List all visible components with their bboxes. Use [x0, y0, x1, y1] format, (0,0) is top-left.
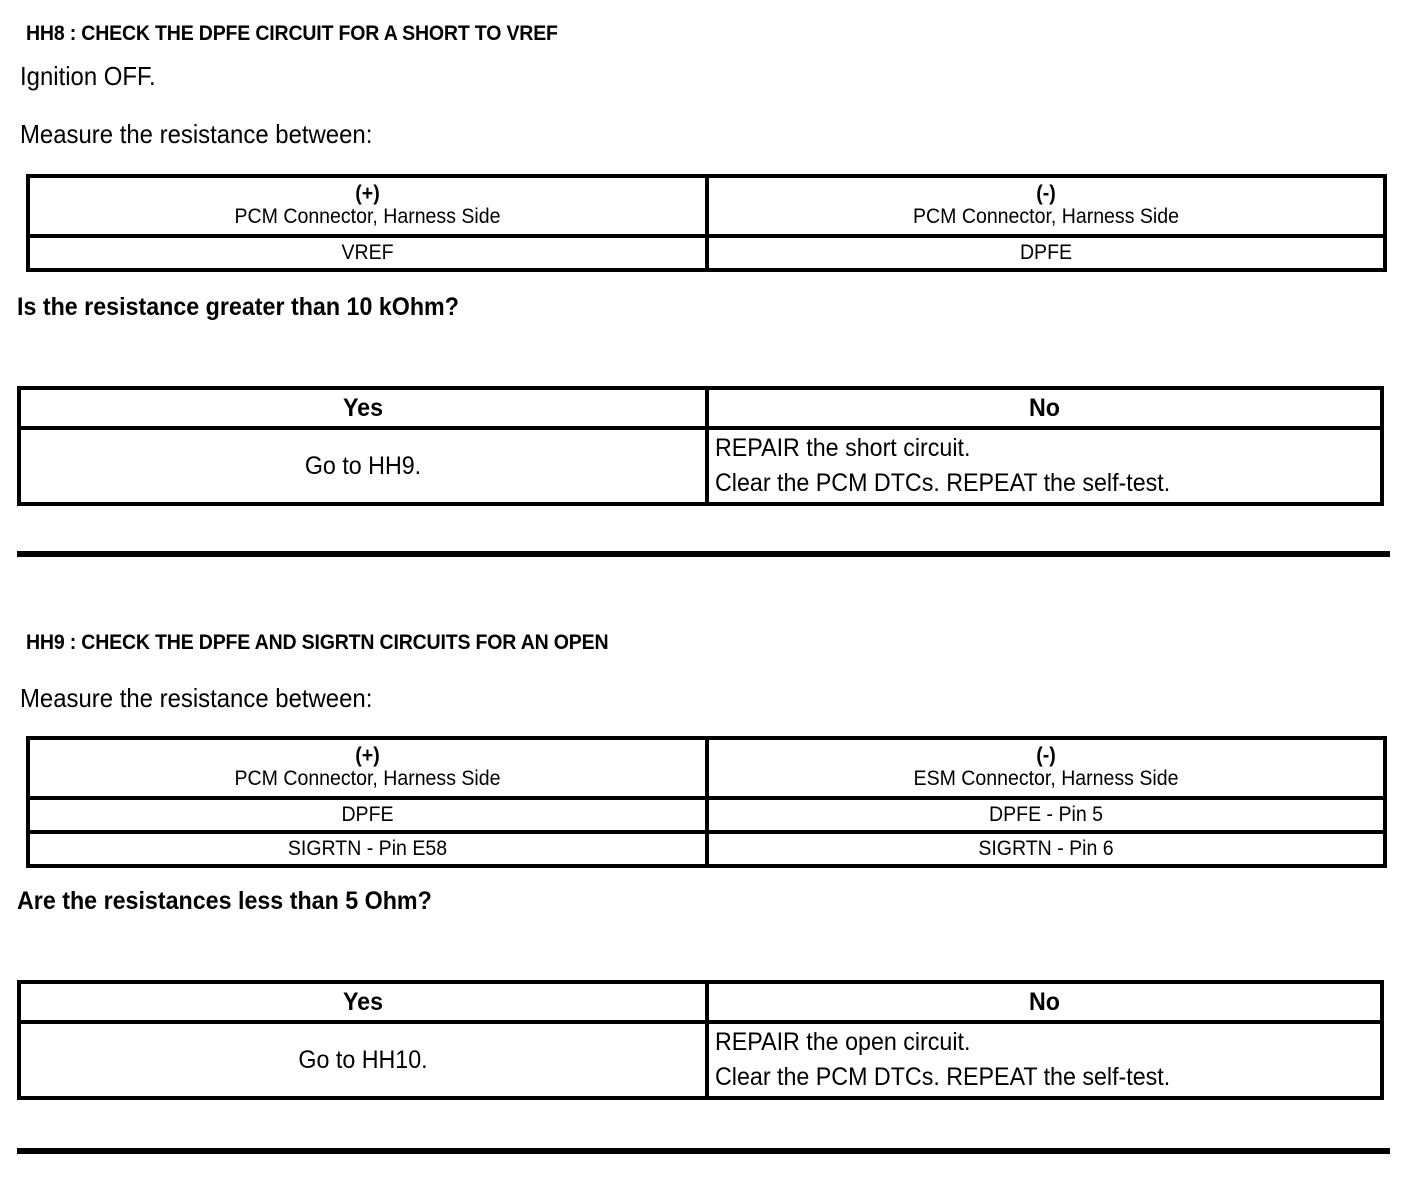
section-divider-2 [17, 1148, 1390, 1154]
measurement-table-hh8: (+) PCM Connector, Harness Side (-) PCM … [26, 174, 1387, 272]
answer-action-no: REPAIR the open circuit. Clear the PCM D… [705, 1020, 1384, 1100]
yes-action-text: Go to HH9. [304, 452, 422, 480]
measurement-point-positive-1: DPFE [26, 796, 709, 834]
polarity-positive: (+) [355, 744, 380, 768]
measurement-point-positive-2: SIGRTN - Pin E58 [26, 830, 709, 868]
connector-positive: PCM Connector, Harness Side [234, 205, 501, 229]
answer-header-no: No [705, 980, 1384, 1024]
table-row: Go to HH9. REPAIR the short circuit. Cle… [17, 426, 1384, 506]
section-divider-1 [17, 551, 1390, 557]
no-action-line-2: Clear the PCM DTCs. REPEAT the self-test… [715, 1063, 1171, 1091]
measurement-header-negative: (-) ESM Connector, Harness Side [705, 736, 1387, 800]
instruction-measure-resistance-hh9: Measure the resistance between: [20, 683, 373, 713]
measurement-point-label: SIGRTN - Pin E58 [287, 836, 448, 860]
answer-table-hh9: Yes No Go to HH10. REPAIR the open circu… [17, 980, 1384, 1100]
measurement-table-hh9: (+) PCM Connector, Harness Side (-) ESM … [26, 736, 1387, 868]
no-action-line-1: REPAIR the short circuit. [715, 433, 971, 462]
section-heading-hh8: HH8 : CHECK THE DPFE CIRCUIT FOR A SHORT… [26, 22, 558, 45]
answer-header-no: No [705, 386, 1384, 430]
connector-negative: PCM Connector, Harness Side [913, 205, 1179, 229]
question-hh9: Are the resistances less than 5 Ohm? [17, 887, 432, 915]
no-label: No [1028, 394, 1060, 422]
measurement-point-label: SIGRTN - Pin 6 [978, 836, 1114, 860]
measurement-point-positive-1: VREF [26, 234, 709, 272]
question-hh8: Is the resistance greater than 10 kOhm? [17, 293, 459, 321]
yes-action-text: Go to HH10. [298, 1046, 428, 1074]
measurement-point-label: DPFE [1019, 240, 1073, 264]
table-row: VREF DPFE [26, 234, 1387, 272]
answer-action-yes: Go to HH10. [17, 1020, 709, 1100]
connector-negative: ESM Connector, Harness Side [913, 767, 1179, 791]
table-row-header: (+) PCM Connector, Harness Side (-) ESM … [26, 736, 1387, 800]
yes-label: Yes [342, 988, 384, 1016]
yes-label: Yes [342, 394, 384, 422]
measurement-header-positive: (+) PCM Connector, Harness Side [26, 736, 709, 800]
no-label: No [1028, 988, 1060, 1016]
table-row: Go to HH10. REPAIR the open circuit. Cle… [17, 1020, 1384, 1100]
measurement-point-label: DPFE [341, 802, 394, 826]
measurement-point-label: VREF [341, 240, 394, 264]
no-action-line-1: REPAIR the open circuit. [715, 1027, 971, 1056]
measurement-header-positive: (+) PCM Connector, Harness Side [26, 174, 709, 238]
answer-header-yes: Yes [17, 980, 709, 1024]
table-row: DPFE DPFE - Pin 5 [26, 796, 1387, 834]
measurement-point-negative-2: SIGRTN - Pin 6 [705, 830, 1387, 868]
connector-positive: PCM Connector, Harness Side [234, 767, 501, 791]
measurement-header-negative: (-) PCM Connector, Harness Side [705, 174, 1387, 238]
measurement-point-negative-1: DPFE - Pin 5 [705, 796, 1387, 834]
instruction-ignition-off: Ignition OFF. [20, 61, 156, 91]
polarity-positive: (+) [355, 182, 380, 206]
answer-header-yes: Yes [17, 386, 709, 430]
section-heading-hh9: HH9 : CHECK THE DPFE AND SIGRTN CIRCUITS… [26, 631, 609, 654]
table-row-header: Yes No [17, 386, 1384, 430]
measurement-point-label: DPFE - Pin 5 [989, 802, 1103, 826]
polarity-negative: (-) [1036, 744, 1056, 768]
instruction-measure-resistance-hh8: Measure the resistance between: [20, 119, 373, 149]
table-row: SIGRTN - Pin E58 SIGRTN - Pin 6 [26, 830, 1387, 868]
no-action-line-2: Clear the PCM DTCs. REPEAT the self-test… [715, 469, 1171, 497]
polarity-negative: (-) [1036, 182, 1056, 206]
measurement-point-negative-1: DPFE [705, 234, 1387, 272]
answer-table-hh8: Yes No Go to HH9. REPAIR the short circu… [17, 386, 1384, 506]
table-row-header: (+) PCM Connector, Harness Side (-) PCM … [26, 174, 1387, 238]
table-row-header: Yes No [17, 980, 1384, 1024]
answer-action-yes: Go to HH9. [17, 426, 709, 506]
answer-action-no: REPAIR the short circuit. Clear the PCM … [705, 426, 1384, 506]
